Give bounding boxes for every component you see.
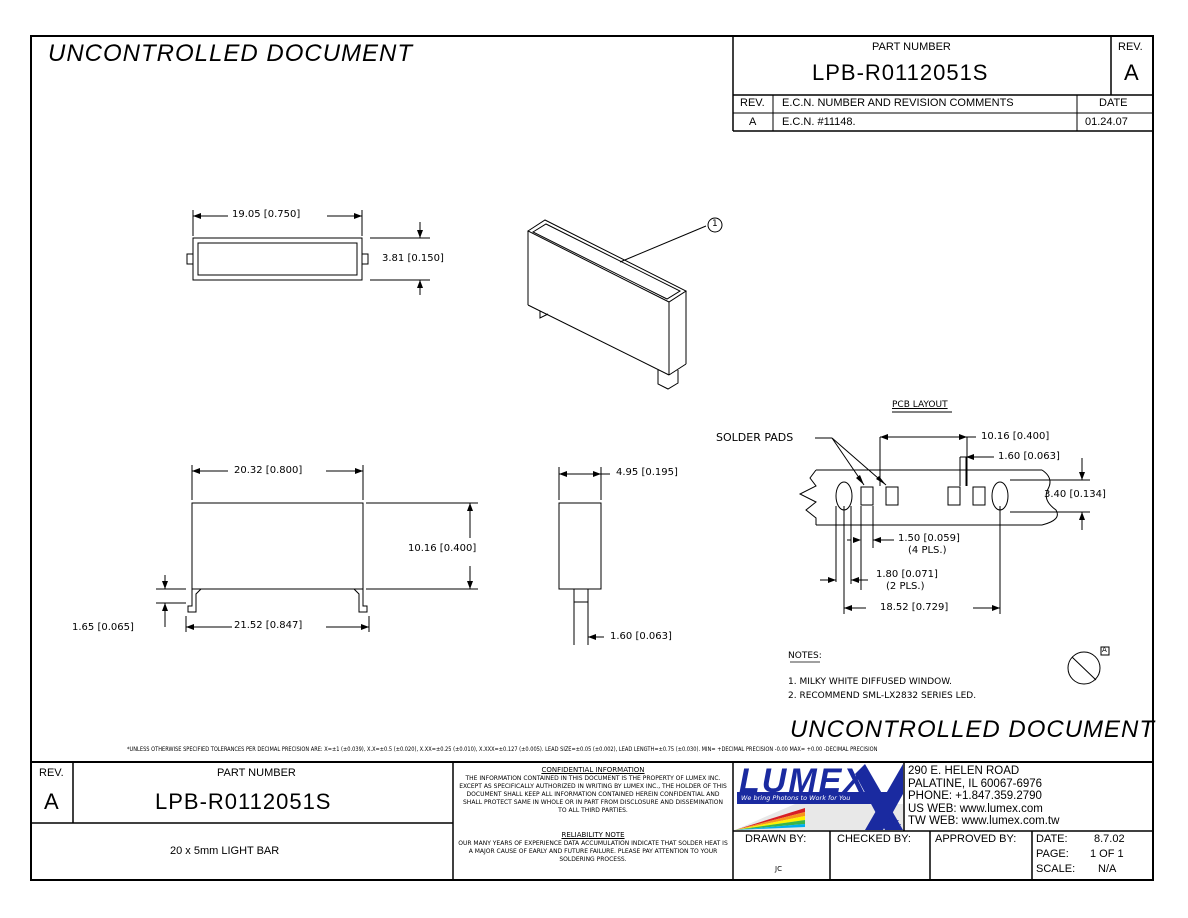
lumex-logo-graphic bbox=[735, 764, 903, 830]
header-rev-label: REV. bbox=[1118, 41, 1143, 53]
pcb-dim-height: 3.40 [0.134] bbox=[1044, 489, 1106, 500]
dimension-arrows bbox=[162, 213, 1085, 640]
pcb-solder-pads-label: SOLDER PADS bbox=[716, 431, 794, 444]
title-rev: A bbox=[44, 789, 59, 814]
address-line-1: 290 E. HELEN ROAD bbox=[908, 765, 1020, 777]
reliability-title: RELIABILITY NOTE bbox=[561, 831, 625, 839]
title-part-number: LPB-R0112051S bbox=[155, 789, 332, 814]
dim-front-lead: 1.65 [0.065] bbox=[72, 622, 134, 633]
uncontrolled-watermark-top: UNCONTROLLED DOCUMENT bbox=[48, 40, 414, 67]
address-line-5: TW WEB: www.lumex.com.tw bbox=[908, 815, 1060, 827]
pcb-layout-drawing bbox=[798, 411, 1090, 614]
page-label: PAGE: bbox=[1036, 848, 1069, 860]
pb-free-icon bbox=[1067, 646, 1110, 685]
uncontrolled-watermark-bottom: UNCONTROLLED DOCUMENT bbox=[790, 716, 1156, 743]
lumex-logo-wordmark: LUMEX bbox=[739, 764, 868, 800]
pcb-dim-overall: 18.52 [0.729] bbox=[880, 602, 949, 613]
pcb-dim-pad-count: (4 PLS.) bbox=[908, 545, 947, 556]
lumex-logo-inc: INC. bbox=[887, 819, 902, 827]
approved-by-label: APPROVED BY: bbox=[935, 833, 1017, 845]
pcb-dim-pad-width: 1.50 [0.059] bbox=[898, 533, 960, 544]
pcb-dim-gap: 1.60 [0.063] bbox=[998, 451, 1060, 462]
front-view bbox=[156, 465, 478, 632]
scale-label: SCALE: bbox=[1036, 863, 1076, 875]
isometric-view bbox=[526, 217, 723, 390]
title-description: 20 x 5mm LIGHT BAR bbox=[170, 845, 280, 857]
reliability-block: RELIABILITY NOTE OUR MANY YEARS OF EXPER… bbox=[458, 831, 728, 864]
title-part-number-label: PART NUMBER bbox=[217, 767, 296, 779]
revision-table-col-date: DATE bbox=[1099, 97, 1128, 109]
lumex-logo-tagline: We bring Photons to Work for You bbox=[741, 794, 851, 802]
drawn-by-label: DRAWN BY: bbox=[745, 833, 807, 845]
title-rev-label: REV. bbox=[39, 767, 64, 779]
callout-number: 1 bbox=[712, 219, 718, 229]
dim-side-width: 4.95 [0.195] bbox=[616, 467, 678, 478]
side-view bbox=[558, 467, 610, 645]
revision-row-rev: A bbox=[749, 116, 757, 128]
lumex-logo: LUMEX We bring Photons to Work for You I… bbox=[735, 764, 903, 830]
address-line-2: PALATINE, IL 60067-6976 bbox=[908, 777, 1043, 790]
header-part-number: LPB-R0112051S bbox=[812, 60, 989, 85]
dim-front-height: 10.16 [0.400] bbox=[408, 543, 477, 554]
drawn-by-value: JC bbox=[775, 865, 782, 873]
note-1: 1. MILKY WHITE DIFFUSED WINDOW. bbox=[788, 677, 952, 687]
address-block: 290 E. HELEN ROAD PALATINE, IL 60067-697… bbox=[908, 765, 1059, 828]
header-part-number-label: PART NUMBER bbox=[872, 41, 951, 53]
note-2: 2. RECOMMEND SML-LX2832 SERIES LED. bbox=[788, 691, 977, 701]
revision-table-col-comments: E.C.N. NUMBER AND REVISION COMMENTS bbox=[782, 97, 1014, 109]
revision-row-comment: E.C.N. #11148. bbox=[782, 116, 856, 128]
page-value: 1 OF 1 bbox=[1090, 848, 1124, 860]
address-line-3: PHONE: +1.847.359.2790 bbox=[908, 790, 1042, 802]
checked-by-label: CHECKED BY: bbox=[837, 833, 911, 845]
header-rev: A bbox=[1124, 60, 1139, 85]
pcb-dim-oval-count: (2 PLS.) bbox=[886, 581, 925, 592]
tolerance-note: *UNLESS OTHERWISE SPECIFIED TOLERANCES P… bbox=[127, 745, 878, 753]
date-value: 8.7.02 bbox=[1094, 833, 1125, 845]
dim-top-height: 3.81 [0.150] bbox=[382, 253, 444, 264]
pcb-dim-oval-width: 1.80 [0.071] bbox=[876, 569, 938, 580]
pcb-layout-title: PCB LAYOUT bbox=[892, 400, 948, 410]
confidential-text: THE INFORMATION CONTAINED IN THIS DOCUME… bbox=[459, 775, 727, 814]
revision-row-date: 01.24.07 bbox=[1085, 116, 1128, 128]
scale-value: N/A bbox=[1098, 863, 1117, 875]
confidential-block: CONFIDENTIAL INFORMATION THE INFORMATION… bbox=[458, 766, 728, 815]
address-line-4: US WEB: www.lumex.com bbox=[908, 802, 1043, 815]
pcb-dim-pitch: 10.16 [0.400] bbox=[981, 431, 1050, 442]
date-label: DATE: bbox=[1036, 833, 1068, 845]
reliability-text: OUR MANY YEARS OF EXPERIENCE DATA ACCUMU… bbox=[458, 840, 728, 863]
revision-table-col-rev: REV. bbox=[740, 97, 765, 109]
confidential-title: CONFIDENTIAL INFORMATION bbox=[541, 766, 645, 774]
notes-title: NOTES: bbox=[788, 651, 822, 661]
pb-free-badge-letter: A bbox=[1102, 646, 1107, 654]
dim-front-base: 21.52 [0.847] bbox=[234, 620, 303, 631]
dim-side-lead: 1.60 [0.063] bbox=[610, 631, 672, 642]
dim-front-width: 20.32 [0.800] bbox=[234, 465, 303, 476]
sheet-border bbox=[30, 35, 1154, 881]
dim-top-width: 19.05 [0.750] bbox=[232, 209, 301, 220]
